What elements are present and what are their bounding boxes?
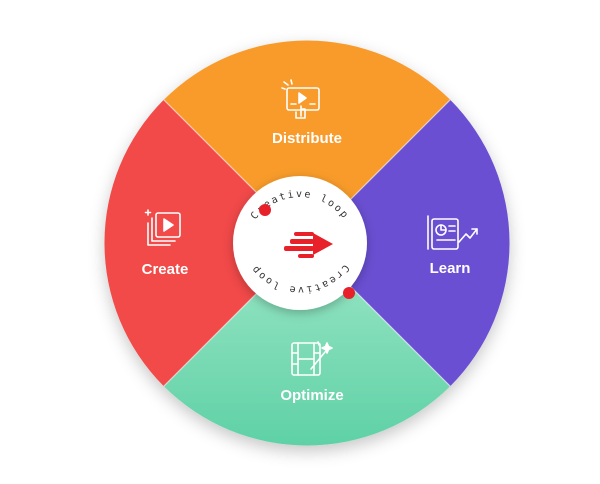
accent-dot-bottom: [343, 287, 355, 299]
arrow-right-icon: [284, 232, 333, 258]
segment-distribute: [163, 40, 451, 243]
film-magic-icon: [291, 341, 333, 376]
monitor-click-icon: [281, 79, 320, 119]
segment-optimize: [163, 243, 451, 446]
wheel-ring: [104, 40, 510, 446]
segment-create: [104, 99, 307, 387]
report-growth-icon: [427, 215, 478, 250]
video-stack-icon: [144, 209, 181, 246]
segment-label-distribute: Distribute: [272, 130, 342, 147]
segment-label-optimize: Optimize: [280, 387, 343, 404]
segment-label-create: Create: [142, 261, 189, 278]
accent-dot-top: [259, 204, 271, 216]
segment-label-learn: Learn: [430, 260, 471, 277]
segment-learn: [307, 99, 510, 387]
